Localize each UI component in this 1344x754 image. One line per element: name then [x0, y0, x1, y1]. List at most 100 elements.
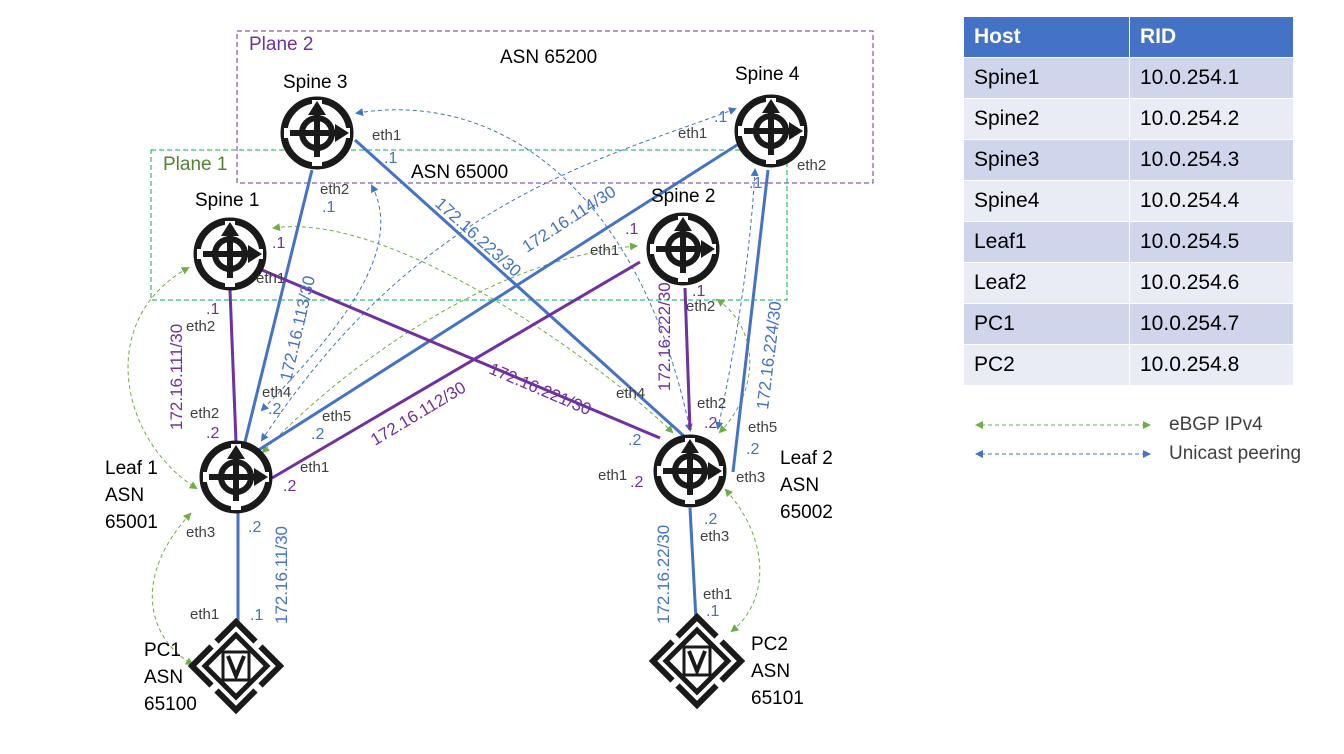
- table-row: Leaf1 10.0.254.5: [963, 221, 1294, 263]
- rid-cell: 10.0.254.5: [1129, 221, 1294, 263]
- iface-label: eth2: [686, 298, 715, 315]
- legend-unicast: Unicast peering: [975, 443, 1301, 465]
- legend-ebgp: eBGP IPv4: [975, 414, 1263, 436]
- leaf1-label: Leaf 1 ASN 65001: [105, 458, 163, 533]
- address-label: .2: [630, 474, 643, 491]
- subnet-label: 172.16.11/30: [272, 526, 291, 624]
- host-cell: Leaf1: [963, 221, 1130, 263]
- router-icon: [657, 438, 723, 504]
- table-row: Spine3 10.0.254.3: [963, 139, 1294, 181]
- spine3-label: Spine 3: [283, 72, 347, 93]
- subnet-label: 172.16.221/30: [486, 359, 594, 419]
- iface-label: eth2: [186, 318, 215, 335]
- iface-label: eth3: [736, 469, 765, 486]
- host-cell: Spine3: [963, 139, 1130, 181]
- address-label: .1: [272, 235, 285, 252]
- address-label: .1: [749, 175, 762, 192]
- iface-label: eth1: [598, 467, 627, 484]
- iface-label: eth5: [322, 408, 351, 425]
- host-cell: PC1: [963, 303, 1130, 345]
- pc2-label: PC2 ASN 65101: [751, 634, 804, 709]
- plane2-asn: ASN 65200: [500, 47, 597, 68]
- address-label: .2: [311, 426, 324, 443]
- pc1-label: PC1 ASN 65100: [144, 640, 197, 715]
- legend-unicast-label: Unicast peering: [1169, 443, 1302, 464]
- address-label: .2: [283, 478, 296, 495]
- iface-label: eth2: [697, 395, 726, 412]
- host-cell: Spine2: [963, 98, 1130, 140]
- legend-ebgp-label: eBGP IPv4: [1169, 414, 1263, 435]
- router-icon: [284, 100, 350, 166]
- host-cell: Spine1: [963, 57, 1130, 99]
- host-cell: Leaf2: [963, 262, 1130, 304]
- plane2-label: Plane 2: [249, 34, 313, 55]
- iface-label: eth1: [678, 125, 707, 142]
- address-label: .2: [746, 441, 759, 458]
- host-cell: PC2: [963, 344, 1130, 386]
- ebgp-peerings: [127, 223, 761, 665]
- vpc-icon: [653, 617, 741, 705]
- iface-label: eth2: [190, 405, 219, 422]
- host-cell: Spine4: [963, 180, 1130, 222]
- iface-label: eth4: [262, 384, 291, 401]
- iface-label: eth2: [320, 181, 349, 198]
- green-dashed-arrow-icon: [975, 421, 1151, 429]
- iface-label: eth1: [703, 586, 732, 603]
- rid-cell: 10.0.254.7: [1129, 303, 1294, 345]
- address-label: .1: [384, 150, 397, 167]
- rid-cell: 10.0.254.1: [1129, 57, 1294, 99]
- table-row: PC1 10.0.254.7: [963, 303, 1294, 345]
- table-row: Leaf2 10.0.254.6: [963, 262, 1294, 304]
- rid-cell: 10.0.254.3: [1129, 139, 1294, 181]
- router-icon: [203, 444, 269, 510]
- subnet-label: 172.16.222/30: [655, 282, 674, 391]
- subnet-label: 172.16.111/30: [167, 324, 186, 430]
- table-row: Spine1 10.0.254.1: [963, 57, 1294, 99]
- address-label: .1: [250, 607, 263, 624]
- iface-label: eth1: [300, 459, 329, 476]
- spine2-label: Spine 2: [651, 186, 715, 207]
- address-label: .1: [625, 221, 638, 238]
- router-icon: [197, 221, 263, 287]
- table-row: Spine2 10.0.254.2: [963, 98, 1294, 140]
- iface-label: eth3: [700, 528, 729, 545]
- address-label: .2: [248, 519, 261, 536]
- router-icon: [738, 98, 804, 164]
- iface-label: eth1: [190, 606, 219, 623]
- table-header-row: Host RID: [963, 16, 1294, 58]
- rid-table: Host RID Spine1 10.0.254.1 Spine2 10.0.2…: [963, 16, 1294, 386]
- iface-label: eth5: [748, 419, 777, 436]
- purple-links: [228, 260, 692, 480]
- rid-cell: 10.0.254.6: [1129, 262, 1294, 304]
- iface-label: eth1: [256, 270, 285, 287]
- plane1-asn: ASN 65000: [411, 162, 508, 183]
- iface-label: eth2: [797, 157, 826, 174]
- address-label: .2: [268, 401, 281, 418]
- address-label: .2: [704, 511, 717, 528]
- iface-label: eth4: [616, 385, 645, 402]
- blue-links: [236, 136, 770, 622]
- rid-cell: 10.0.254.4: [1129, 180, 1294, 222]
- router-icon: [650, 216, 716, 282]
- subnet-label: 172.16.223/30: [431, 194, 525, 281]
- iface-label: eth3: [186, 524, 215, 541]
- plane1-label: Plane 1: [163, 154, 227, 175]
- subnet-label: 172.16.22/30: [654, 525, 673, 624]
- rid-cell: 10.0.254.8: [1129, 344, 1294, 386]
- leaf2-label: Leaf 2 ASN 65002: [780, 448, 838, 523]
- column-header-rid: RID: [1129, 16, 1294, 58]
- blue-dashed-arrow-icon: [975, 450, 1151, 458]
- address-label: .2: [628, 432, 641, 449]
- address-label: .2: [704, 415, 717, 432]
- spine4-label: Spine 4: [735, 64, 800, 85]
- address-label: .1: [206, 301, 219, 318]
- vpc-icon: [192, 622, 280, 710]
- address-label: .2: [206, 425, 219, 442]
- spine1-label: Spine 1: [195, 190, 259, 211]
- table-row: Spine4 10.0.254.4: [963, 180, 1294, 222]
- table-row: PC2 10.0.254.8: [963, 344, 1294, 386]
- iface-label: eth1: [590, 242, 619, 259]
- column-header-host: Host: [963, 16, 1130, 58]
- address-label: .1: [706, 603, 719, 620]
